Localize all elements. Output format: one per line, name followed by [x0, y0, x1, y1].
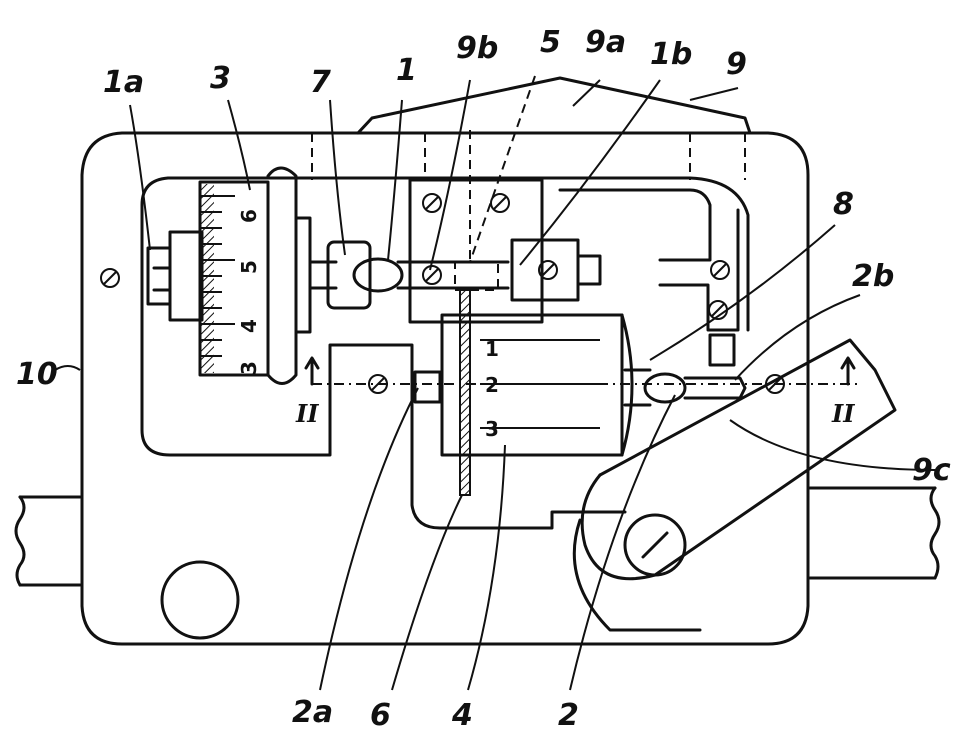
cover-9 — [356, 76, 752, 135]
label-1a: 1a — [103, 65, 144, 100]
drum-tick-1: 1 — [485, 337, 499, 361]
arm-9 — [558, 188, 740, 367]
label-1: 1 — [396, 53, 417, 88]
drum-tick-3: 3 — [485, 417, 499, 441]
cavity-left — [140, 176, 750, 530]
rail-left — [14, 495, 82, 587]
section-mark-right: II — [831, 399, 855, 428]
label-9c: 9c — [912, 453, 951, 488]
label-9a: 9a — [585, 25, 626, 60]
micrometer-tick-3: 3 — [237, 361, 261, 375]
pivot-lever — [572, 338, 897, 632]
label-1b: 1b — [650, 37, 692, 72]
micrometer-3: 6 5 4 3 — [146, 166, 338, 385]
micrometer-tick-4: 4 — [237, 319, 261, 333]
label-8: 8 — [833, 187, 854, 222]
micrometer-tick-6: 6 — [237, 209, 261, 223]
label-7: 7 — [310, 65, 331, 100]
lever-7 — [326, 178, 544, 324]
micrometer-tick-5: 5 — [237, 260, 261, 274]
scale-strip-6 — [459, 289, 471, 496]
label-4: 4 — [451, 698, 473, 733]
housing-10 — [80, 131, 810, 646]
label-5: 5 — [540, 25, 561, 60]
label-9: 9 — [726, 47, 747, 82]
label-2: 2 — [558, 698, 579, 733]
label-6: 6 — [370, 698, 391, 733]
rail-right — [808, 486, 941, 580]
leader-lines — [54, 79, 936, 691]
label-2b: 2b — [852, 259, 894, 294]
label-10: 10 — [16, 357, 58, 392]
section-mark-left: II — [295, 399, 319, 428]
block-1b — [510, 238, 602, 302]
label-2a: 2a — [292, 695, 333, 730]
contacts-2 — [413, 368, 747, 407]
label-3: 3 — [210, 61, 231, 96]
label-9b: 9b — [456, 31, 498, 66]
